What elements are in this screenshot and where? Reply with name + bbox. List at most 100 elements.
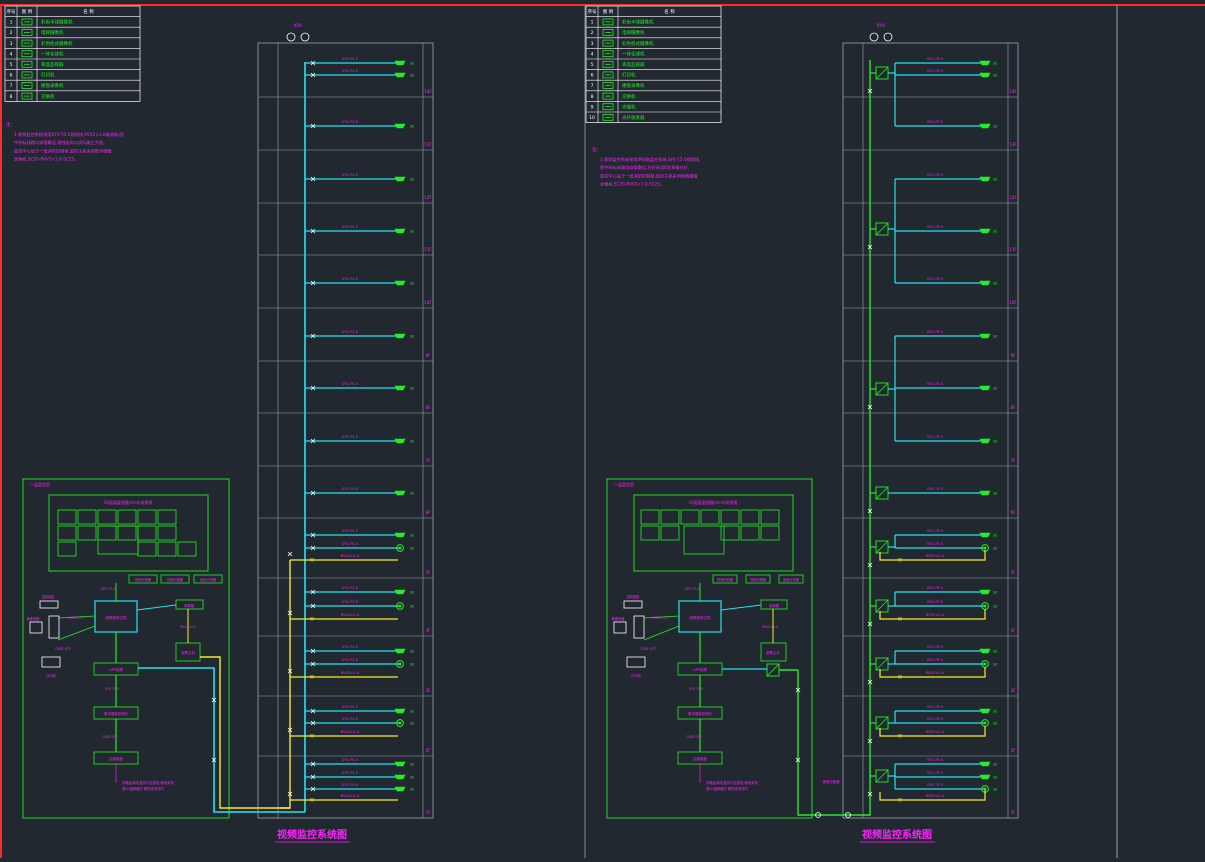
legend-number: 1 — [591, 20, 594, 26]
camera-shape — [979, 280, 991, 286]
fibre-transceiver-icon — [766, 663, 780, 677]
camera-shape — [979, 648, 991, 654]
legend-number: 2 — [10, 30, 13, 36]
cable-break-mark — [287, 727, 293, 733]
dome-camera-icon — [979, 60, 991, 66]
dome-camera-icon — [394, 60, 406, 66]
matrix-host-label: 视频矩阵主机 — [105, 615, 127, 620]
power-box-label: 电源箱 — [769, 603, 780, 608]
camera-shape — [979, 60, 991, 66]
cable-break-mark — [310, 176, 316, 182]
floor-label: 8F — [1011, 405, 1017, 410]
ptz-core — [983, 662, 987, 666]
camera-shape — [979, 490, 991, 496]
keyboard-icon-label: 控制键盘 — [42, 594, 56, 599]
distribution-box — [193, 574, 223, 584]
camera-shape — [394, 532, 406, 538]
ptz-ring — [396, 660, 404, 668]
cable-label: SYV-75-5 — [342, 435, 358, 439]
power-label: RVV2×1.0 — [926, 554, 945, 558]
pc-label: 管理电脑 — [612, 616, 625, 621]
wire-tag: W — [898, 617, 902, 622]
main-monitor-icon — [683, 525, 725, 555]
cable-label: SYV-75-5 — [342, 120, 358, 124]
legend-number: 5 — [10, 62, 13, 68]
power-feed-line — [879, 550, 986, 561]
cable-break-mark — [310, 438, 316, 444]
ptz-core — [398, 721, 402, 725]
keyboard-label: 控制键盘 — [693, 756, 707, 761]
switch-icon — [602, 92, 614, 100]
riser-top-label: KVV — [877, 23, 885, 28]
mark-stroke — [310, 774, 316, 780]
wire-tag: W — [898, 558, 902, 563]
video-wall-frame — [48, 494, 209, 572]
cable-label: SYV-75-5 — [927, 758, 943, 762]
cable-label: SYV-75-5 — [342, 717, 358, 721]
source-symbol-icon — [300, 32, 310, 42]
dome-camera-icon — [21, 29, 33, 36]
cable-break-mark — [310, 532, 316, 538]
legend-number: 9 — [591, 104, 594, 110]
wire-tag: W — [310, 734, 314, 739]
dome-camera-icon — [979, 648, 991, 654]
dome-camera-icon — [979, 490, 991, 496]
notes-line: 1.视频监控系统采用IP网络监控系统,SYV-75-5视频线, — [600, 156, 700, 163]
riser-outline — [842, 42, 1019, 819]
cable-break-mark — [795, 757, 801, 763]
cable-label: SYV-75-5 — [342, 758, 358, 762]
camera-shape — [979, 761, 991, 767]
dvr-label: 数字硬盘录像机 — [104, 711, 128, 716]
wire-tag: W — [310, 558, 314, 563]
monitor-cell-icon — [97, 509, 117, 525]
camera-shape — [394, 648, 406, 654]
transceiver-slash — [766, 663, 780, 677]
dome-camera-icon — [394, 786, 406, 792]
distribution-box — [778, 574, 804, 584]
floor-label: 11F — [424, 247, 432, 252]
camera-tag: dd — [993, 440, 997, 444]
monitor-cell-icon — [137, 541, 157, 557]
camera-tag: dd — [993, 387, 997, 391]
wire-tag: W — [310, 617, 314, 622]
network-label: CAT6 UTP — [652, 616, 667, 620]
box-camera-icon — [602, 39, 614, 47]
legend-number: 10 — [589, 115, 595, 121]
camera-shape — [394, 708, 406, 714]
power-feed-line — [879, 726, 986, 737]
mark-stroke — [287, 791, 293, 797]
floor-label: 9F — [426, 353, 432, 358]
icon-outline — [602, 103, 614, 111]
camera-shape — [394, 438, 406, 444]
camera-shape — [394, 60, 406, 66]
cable-label: SYV-75-5 — [342, 705, 358, 709]
cable-break-mark — [287, 610, 293, 616]
cable-label: SYV-75-5 — [927, 645, 943, 649]
fibre-transceiver-icon — [875, 540, 889, 554]
power-label: RVV2×1.0 — [926, 730, 945, 734]
mark-stroke — [310, 72, 316, 78]
control-room-border — [606, 478, 813, 819]
fibre-label: 视频分配器 — [823, 779, 841, 784]
monitor-cell-icon — [137, 509, 157, 525]
power-label: RVV2×1.0 — [926, 613, 945, 617]
camera-tag: dd — [410, 230, 414, 234]
dome-camera-icon — [394, 589, 406, 595]
fibre-transceiver-icon — [875, 657, 889, 671]
printer-icon — [21, 71, 33, 79]
recorder-icon — [602, 82, 614, 89]
camera-tag: dd — [410, 335, 414, 339]
dome-camera-icon — [979, 385, 991, 391]
camera-tag: dd — [410, 591, 414, 595]
floor-label: 13F — [1009, 142, 1017, 147]
dome-camera-icon — [394, 176, 406, 182]
distribution-box-label: 视频切换器 — [750, 577, 767, 582]
dome-camera-icon — [394, 774, 406, 780]
printer-label: 打印机 — [46, 673, 56, 678]
wire-tag: W — [310, 798, 314, 803]
fibre-trunk-to-riser — [779, 669, 818, 816]
mark-stroke — [211, 757, 217, 763]
floor-label: 3F — [1011, 688, 1017, 693]
camera-tag: dd — [410, 763, 414, 767]
